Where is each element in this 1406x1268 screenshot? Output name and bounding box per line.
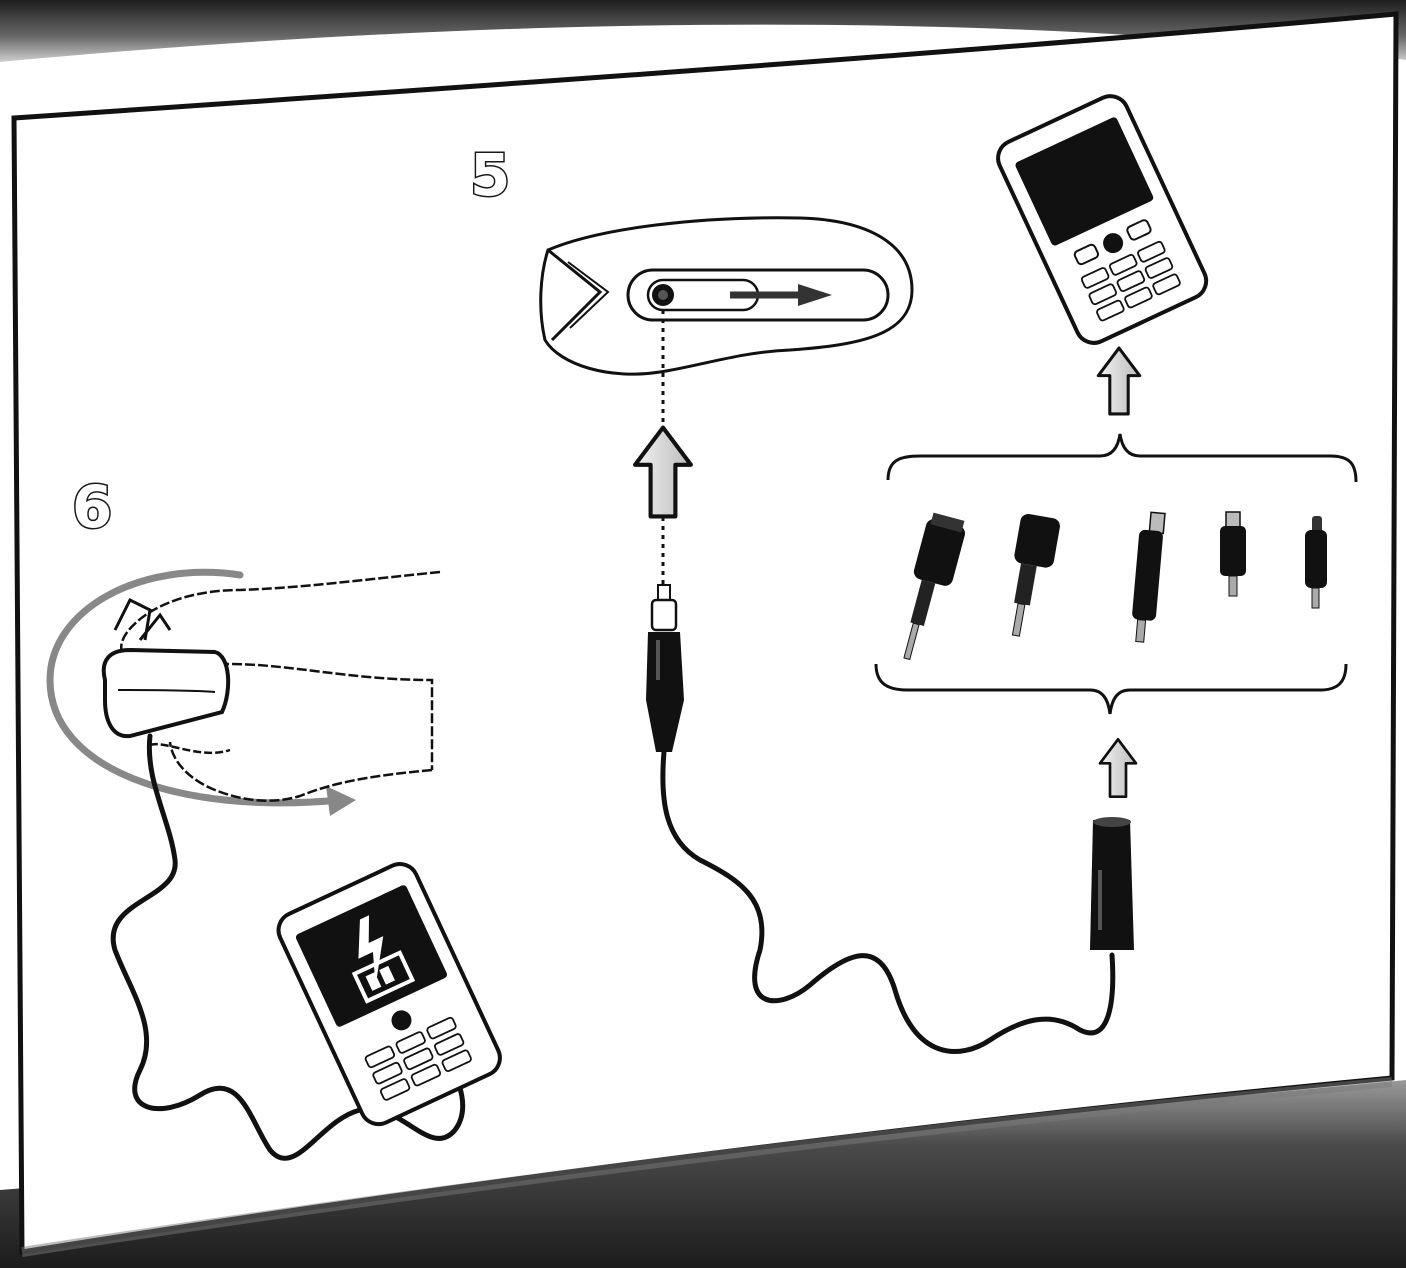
brace-bottom: [874, 663, 1348, 715]
charging-cable: [110, 733, 466, 1161]
hand-crank-generator-icon: [539, 216, 914, 376]
mobile-phone-icon: [996, 94, 1209, 345]
rotation-arrow: [46, 568, 344, 807]
phone-charging-icon: [276, 862, 502, 1127]
brace-top: [886, 433, 1358, 483]
dc-socket-icon: [1090, 817, 1134, 950]
charging-cable: [660, 749, 1116, 1054]
rotation-arrowhead: [326, 786, 356, 816]
hand-cranking-icon: [101, 570, 441, 802]
phone-adapter-tips-icon: [903, 511, 1327, 661]
step-5-label: 5: [470, 141, 510, 209]
step-6-label: 6: [72, 473, 112, 541]
dc-plug-icon: [646, 584, 684, 752]
